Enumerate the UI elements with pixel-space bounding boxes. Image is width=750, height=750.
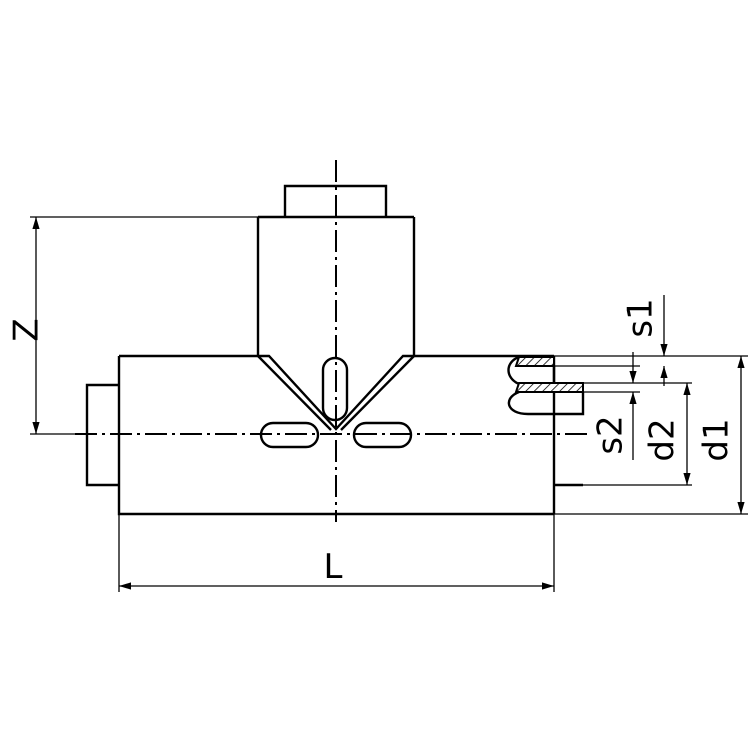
extension-lines [30, 216, 748, 592]
label-s1: s1 [621, 298, 661, 337]
label-z: Z [7, 318, 47, 341]
label-d1: d1 [697, 418, 737, 461]
junction-v [257, 354, 415, 431]
label-l: L [324, 547, 343, 587]
label-d2: d2 [643, 418, 683, 461]
label-s2: s2 [591, 415, 631, 454]
center-lines [75, 160, 590, 522]
top-spigot [283, 184, 388, 217]
